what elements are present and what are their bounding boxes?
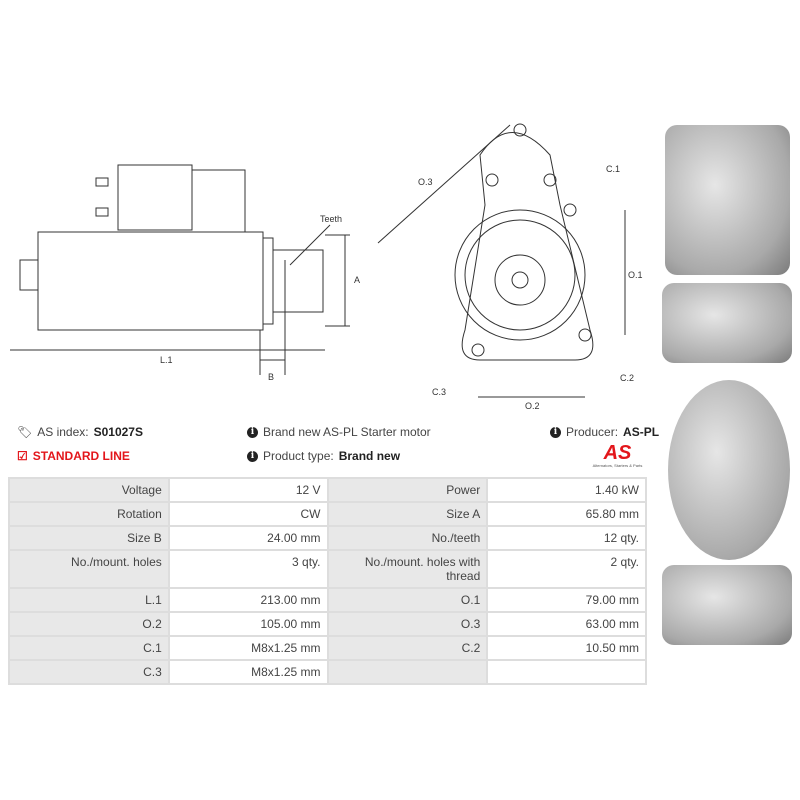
spec-label: Voltage xyxy=(8,477,170,503)
side-view-drawing: Teeth A B L.1 xyxy=(10,164,360,382)
spec-label: Power xyxy=(326,477,489,503)
l1-label: L.1 xyxy=(160,355,173,365)
size-a-label: A xyxy=(354,275,360,285)
product-photo-side-2[interactable] xyxy=(662,565,792,645)
spec-value: 10.50 mm xyxy=(486,635,647,661)
product-type: i Product type: Brand new xyxy=(247,449,400,463)
spec-label: O.2 xyxy=(8,611,170,637)
as-index-label: AS index: xyxy=(37,425,89,439)
checkbox-icon: ☑ xyxy=(17,449,28,463)
spec-label: Rotation xyxy=(8,501,170,527)
spec-value: 63.00 mm xyxy=(486,611,647,637)
as-index-value: S01027S xyxy=(93,425,143,439)
product-photo-side[interactable] xyxy=(662,283,792,363)
front-view-drawing: O.3 O.1 O.2 C.1 C.2 C.3 xyxy=(377,123,643,411)
spec-value: 105.00 mm xyxy=(167,611,329,637)
product-type-value: Brand new xyxy=(338,449,401,463)
spec-label: O.1 xyxy=(326,587,489,613)
standard-line-label: STANDARD LINE xyxy=(32,449,130,463)
product-type-label: Product type: xyxy=(263,449,334,463)
spec-value: 3 qty. xyxy=(167,549,329,589)
c3-label: C.3 xyxy=(432,387,446,397)
producer: i Producer: AS-PL xyxy=(550,425,659,439)
spec-label: Size B xyxy=(8,525,170,551)
spec-value: 213.00 mm xyxy=(167,587,329,613)
description: i Brand new AS-PL Starter motor xyxy=(247,425,431,439)
spec-label xyxy=(326,659,489,685)
teeth-label: Teeth xyxy=(320,214,342,224)
spec-value xyxy=(486,659,647,685)
spec-value: 79.00 mm xyxy=(486,587,647,613)
o2-label: O.2 xyxy=(525,401,540,411)
spec-label: C.1 xyxy=(8,635,170,661)
description-text: Brand new AS-PL Starter motor xyxy=(263,425,431,439)
c1-label: C.1 xyxy=(606,164,620,174)
spec-value: CW xyxy=(167,501,329,527)
product-photo-front[interactable] xyxy=(665,125,790,275)
spec-value: 1.40 kW xyxy=(486,477,647,503)
as-pl-logo: AS Alternators, Starters & Parts xyxy=(585,443,650,468)
spec-value: M8x1.25 mm xyxy=(167,635,329,661)
spec-label: C.2 xyxy=(326,635,489,661)
spec-value: M8x1.25 mm xyxy=(167,659,329,685)
spec-value: 12 V xyxy=(167,477,329,503)
c2-label: C.2 xyxy=(620,373,634,383)
producer-label: Producer: xyxy=(566,425,619,439)
spec-label: No./teeth xyxy=(326,525,489,551)
o3-label: O.3 xyxy=(418,177,433,187)
spec-value: 24.00 mm xyxy=(167,525,329,551)
spec-label: O.3 xyxy=(326,611,489,637)
producer-value: AS-PL xyxy=(623,425,660,439)
spec-value: 12 qty. xyxy=(486,525,647,551)
spec-label: No./mount. holes with thread xyxy=(326,549,489,589)
spec-value: 2 qty. xyxy=(486,549,647,589)
spec-value: 65.80 mm xyxy=(486,501,647,527)
as-index: 🏷 AS index: S01027S xyxy=(17,425,143,439)
spec-label: No./mount. holes xyxy=(8,549,170,589)
info-icon: i xyxy=(247,426,258,438)
spec-label: C.3 xyxy=(8,659,170,685)
info-icon: i xyxy=(247,450,258,462)
logo-tagline: Alternators, Starters & Parts xyxy=(592,463,643,468)
standard-line: ☑ STANDARD LINE xyxy=(17,449,130,463)
tag-icon: 🏷 xyxy=(17,425,33,439)
size-b-label: B xyxy=(268,372,274,382)
logo-text: AS xyxy=(603,442,632,464)
info-icon: i xyxy=(550,426,561,438)
spec-label: L.1 xyxy=(8,587,170,613)
product-photo-rear[interactable] xyxy=(668,380,790,560)
spec-label: Size A xyxy=(326,501,489,527)
o1-label: O.1 xyxy=(628,270,643,280)
